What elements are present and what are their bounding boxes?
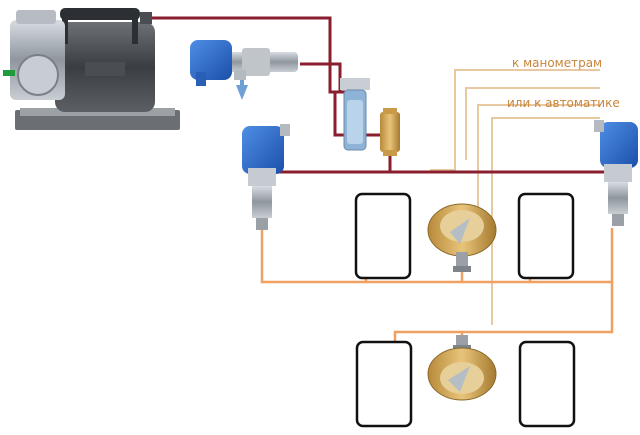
air-bag-front-right [517, 192, 575, 280]
solenoid-valve-left [242, 124, 290, 230]
compressor [3, 8, 180, 130]
air-bags [354, 192, 576, 428]
solenoid-valve-top [190, 40, 298, 100]
label-to-gauges: к манометрам [512, 56, 603, 70]
pressure-lines [150, 16, 615, 174]
air-filter [340, 78, 370, 151]
air-bag-front-left [354, 192, 412, 280]
pressure-sensor-rear [427, 335, 497, 401]
air-bag-rear-right [518, 340, 576, 428]
pressure-sensor-front [427, 203, 497, 272]
solenoid-valve-right [594, 120, 638, 226]
label-or-automation: или к автоматике [507, 96, 620, 110]
signal-lines [430, 69, 600, 325]
check-valve [380, 108, 400, 156]
air-bag-rear-left [355, 340, 413, 428]
